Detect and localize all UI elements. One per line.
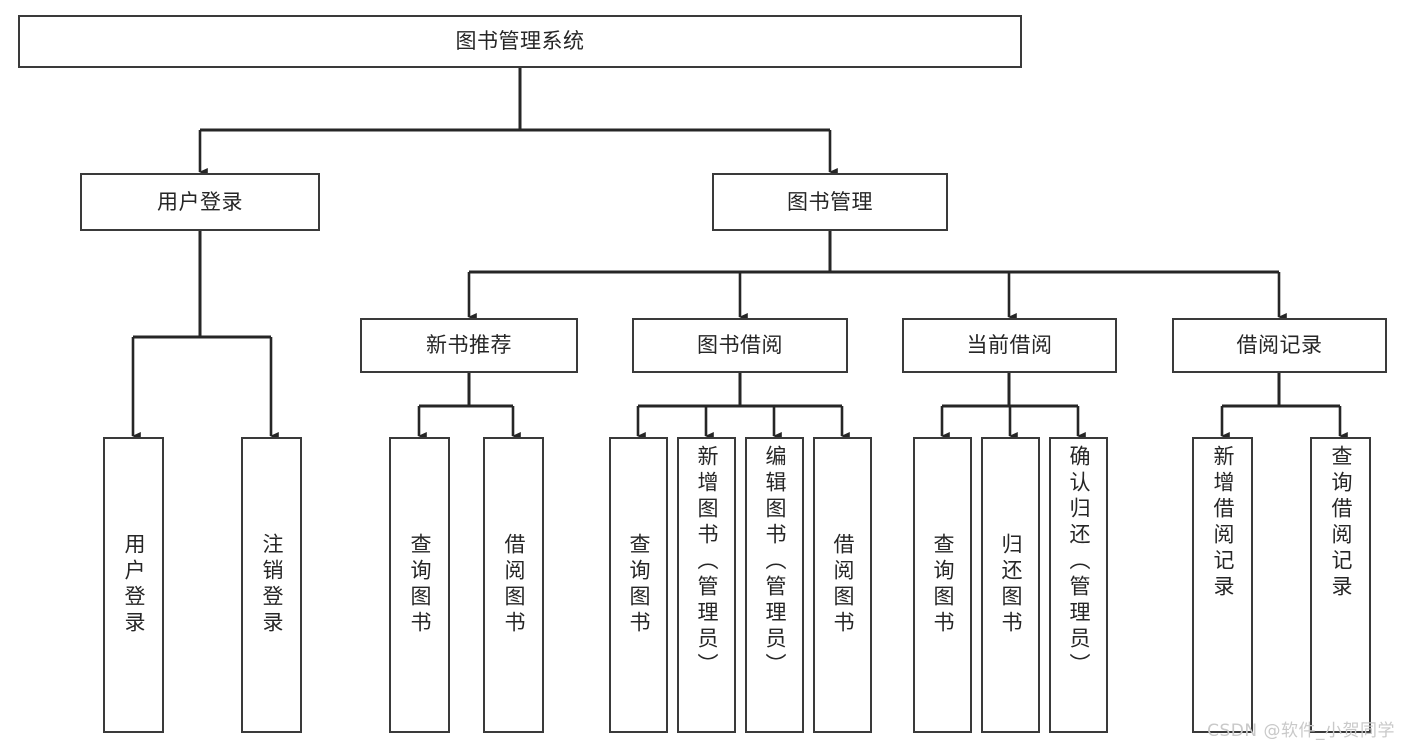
node-label: 确认归还（管理员）: [1067, 445, 1091, 679]
node-leaf-return-book[interactable]: 归还图书: [981, 437, 1040, 733]
node-label: 新增图书（管理员）: [695, 445, 719, 679]
connector-lines: [131, 68, 1348, 440]
node-label: 编辑图书（管理员）: [763, 445, 787, 679]
node-label: 借阅图书: [502, 533, 526, 637]
node-label: 用户登录: [122, 533, 146, 637]
node-leaf-add-book[interactable]: 新增图书（管理员）: [677, 437, 736, 733]
node-leaf-query-book-2[interactable]: 查询图书: [609, 437, 668, 733]
node-leaf-query-book-1[interactable]: 查询图书: [389, 437, 450, 733]
node-label: 用户登录: [157, 189, 243, 214]
node-label: 归还图书: [999, 533, 1023, 637]
node-leaf-user-login[interactable]: 用户登录: [103, 437, 164, 733]
node-label: 查询图书: [627, 533, 651, 637]
node-label: 查询图书: [931, 533, 955, 637]
node-leaf-logout[interactable]: 注销登录: [241, 437, 302, 733]
node-label: 当前借阅: [966, 333, 1053, 358]
node-book-borrow[interactable]: 图书借阅: [632, 318, 848, 373]
node-label: 借阅记录: [1236, 333, 1323, 358]
node-leaf-query-book-3[interactable]: 查询图书: [913, 437, 972, 733]
node-leaf-confirm-return[interactable]: 确认归还（管理员）: [1049, 437, 1108, 733]
node-user-login[interactable]: 用户登录: [80, 173, 320, 231]
csdn-watermark: CSDN @软件_小贺同学: [1207, 721, 1395, 741]
node-borrow-record[interactable]: 借阅记录: [1172, 318, 1387, 373]
node-current-borrow[interactable]: 当前借阅: [902, 318, 1117, 373]
node-label: 注销登录: [260, 533, 284, 637]
node-label: 新书推荐: [426, 333, 512, 358]
node-root[interactable]: 图书管理系统: [18, 15, 1022, 68]
node-leaf-borrow-book-1[interactable]: 借阅图书: [483, 437, 544, 733]
node-leaf-edit-book[interactable]: 编辑图书（管理员）: [745, 437, 804, 733]
node-leaf-borrow-book-2[interactable]: 借阅图书: [813, 437, 872, 733]
node-label: 图书管理: [787, 189, 873, 214]
node-new-book-recommend[interactable]: 新书推荐: [360, 318, 578, 373]
node-label: 图书借阅: [697, 333, 783, 358]
node-leaf-add-record[interactable]: 新增借阅记录: [1192, 437, 1253, 733]
node-label: 新增借阅记录: [1211, 445, 1235, 601]
node-label: 查询图书: [408, 533, 432, 637]
node-book-manage[interactable]: 图书管理: [712, 173, 948, 231]
node-leaf-query-record[interactable]: 查询借阅记录: [1310, 437, 1371, 733]
node-label: 图书管理系统: [455, 29, 585, 54]
node-label: 借阅图书: [831, 533, 855, 637]
node-label: 查询借阅记录: [1329, 445, 1353, 601]
